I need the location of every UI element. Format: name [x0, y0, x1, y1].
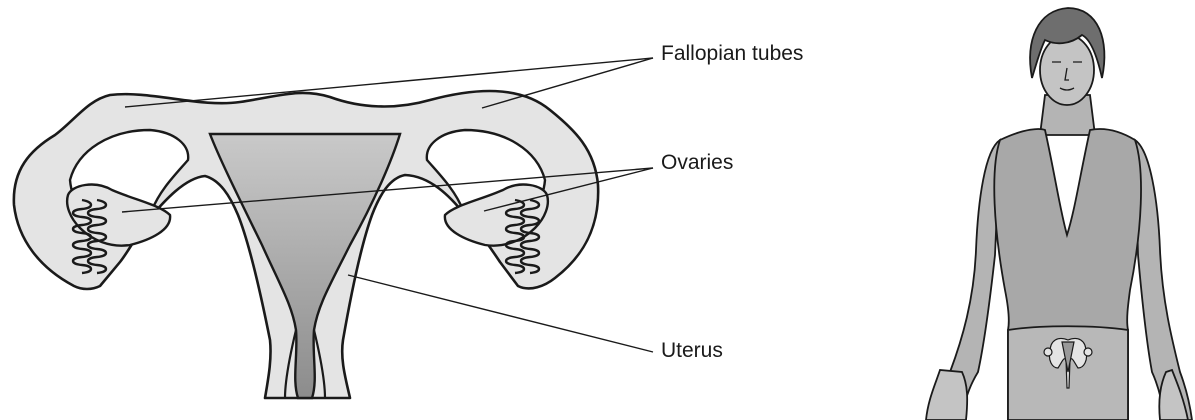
left-hand [926, 370, 967, 420]
leader-uterus [348, 275, 653, 352]
leader-tube-left [125, 58, 653, 107]
female-figure [926, 8, 1192, 420]
uterus-label: Uterus [661, 339, 723, 363]
fallopian-tubes-label: Fallopian tubes [661, 42, 803, 66]
ovaries-label: Ovaries [661, 151, 733, 175]
uterus-cavity [210, 134, 400, 398]
uterus-diagram [14, 91, 598, 398]
